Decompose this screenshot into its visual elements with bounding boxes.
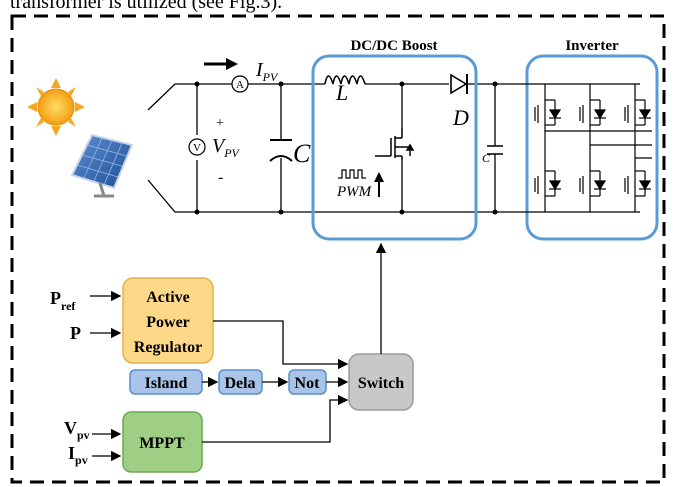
voltmeter-letter: V [193, 142, 201, 154]
input-p: P [70, 323, 81, 343]
vpv-label: VPV [212, 135, 241, 160]
dc-link-capacitor-icon [487, 145, 503, 155]
vpv-plus: + [216, 116, 224, 131]
pv-circuit-wires [147, 83, 525, 213]
capacitor-label: C [293, 139, 311, 168]
input-ipv: Ipv [68, 443, 88, 467]
inverter-frame [525, 54, 659, 241]
pwm-waveform-icon [338, 169, 366, 179]
current-arrow-icon [204, 58, 238, 70]
input-capacitor-icon [269, 139, 293, 162]
regulator-line-1: Active [146, 289, 190, 306]
diode-label: D [452, 105, 469, 130]
ipv-label: IPV [255, 59, 279, 84]
inductor-label: L [335, 80, 348, 105]
dcdc-boost-frame [311, 54, 478, 241]
junction-dots [194, 81, 498, 215]
ammeter: A [231, 75, 249, 93]
island-label: Island [145, 375, 188, 392]
ammeter-letter: A [236, 79, 244, 91]
inductor-icon [324, 75, 366, 85]
input-pref: Pref [50, 288, 76, 313]
inverter-title: Inverter [565, 38, 619, 54]
dc-link-capacitor-label: C [482, 151, 491, 165]
top-caption: transformer is utilized (see Fig.3). [10, 0, 282, 13]
regulator-to-switch-wire [213, 320, 349, 370]
pwm-label: PWM [336, 184, 373, 200]
voltmeter: V [188, 138, 206, 156]
dela-label: Dela [224, 375, 255, 392]
switch-label: Switch [358, 375, 404, 392]
diode-icon [450, 73, 468, 95]
solar-panel-icon [70, 133, 134, 198]
dcdc-boost-title: DC/DC Boost [350, 38, 437, 54]
mosfet-icon [375, 128, 415, 160]
not-label: Not [295, 375, 321, 392]
inverter-bridge-icon [520, 83, 652, 213]
outer-dashed-border [10, 14, 666, 484]
sun-icon [27, 78, 85, 136]
input-vpv: Vpv [64, 418, 90, 442]
mppt-to-switch-wire [202, 394, 349, 443]
regulator-line-2: Power [146, 314, 190, 331]
mppt-label: MPPT [139, 435, 185, 452]
pwm-arrow-icon [374, 172, 384, 197]
vpv-minus: - [218, 169, 223, 186]
regulator-line-3: Regulator [134, 339, 202, 356]
